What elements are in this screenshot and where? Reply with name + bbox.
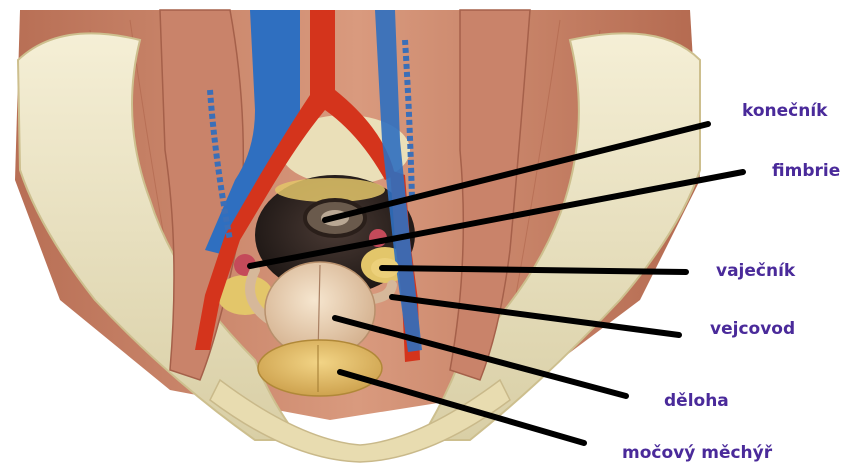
leader-line-ovary [382,268,686,272]
label-oviduct: vejcovod [710,319,795,339]
urinary-bladder [258,340,382,396]
label-ovary: vaječník [716,261,796,281]
label-fimbriae: fimbrie [772,161,840,181]
label-uterus: děloha [664,391,729,411]
pelvis-illustration [15,10,700,462]
label-bladder: močový měchýř [622,443,773,463]
label-rectum: konečník [742,101,828,121]
